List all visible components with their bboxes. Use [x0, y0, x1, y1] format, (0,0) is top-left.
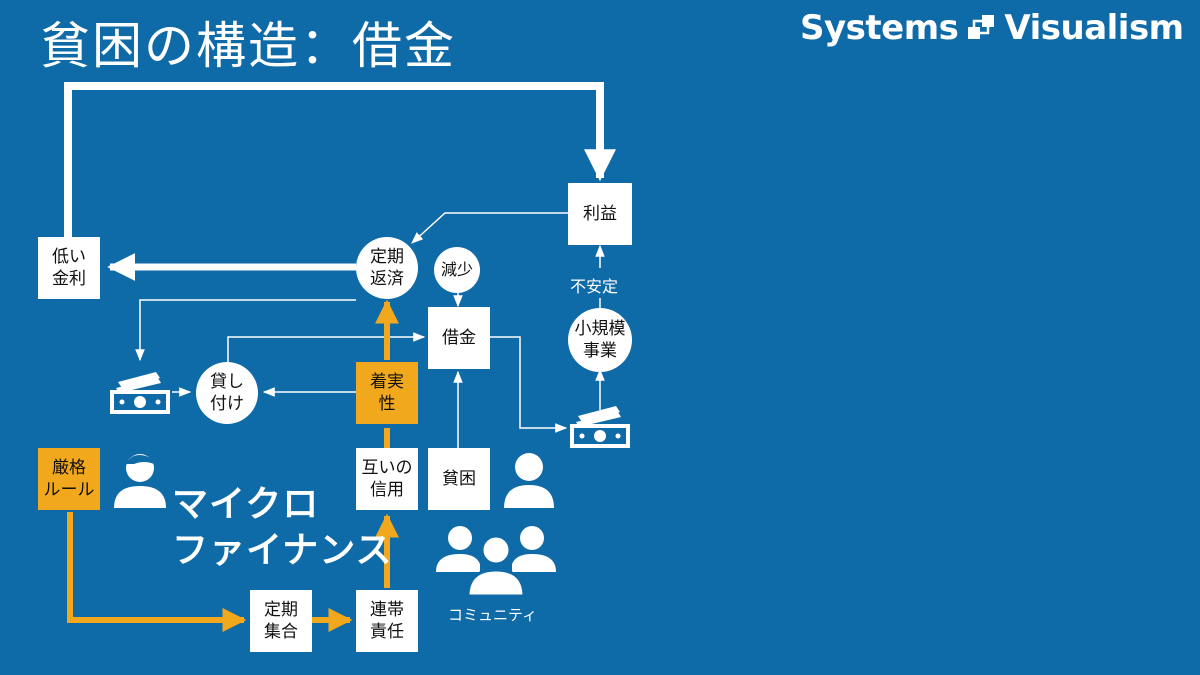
money-bill-icon-right: [570, 406, 630, 448]
node-shakkin: 借金: [428, 307, 490, 369]
brand-logo: Systems Visualism: [800, 8, 1184, 48]
arrow-hensai-to-money-left: [135, 299, 356, 362]
node-teiki-shugo: 定期 集合: [250, 590, 312, 652]
systems-visualism-logo-icon: [968, 15, 995, 39]
node-chakujitsusei: 着実 性: [356, 362, 418, 424]
banker-icon: [114, 454, 166, 508]
node-genkaku-rule: 厳格 ルール: [38, 448, 100, 510]
label-community: コミュニティ: [448, 606, 538, 624]
node-rieki: 利益: [568, 183, 632, 245]
node-shokibo-jigyo: 小規模 事業: [568, 308, 632, 372]
brand-name-2: Visualism: [1004, 8, 1184, 48]
node-teiki-hensai: 定期 返済: [356, 237, 418, 299]
community-group-icon: [436, 526, 556, 596]
node-rentai-sekinin: 連帯 責任: [356, 590, 418, 652]
arrow-shakkin-to-money-right: [490, 336, 568, 433]
label-microfinance: マイクロ ファイナンス: [172, 484, 393, 571]
arrow-rieki-to-hensai: [411, 212, 568, 244]
brand-name: Systems: [800, 8, 959, 48]
page-title: 貧困の構造：借金: [40, 17, 456, 75]
arrow-rule-to-shugo: [67, 512, 247, 632]
node-kashitsuke: 貸し 付け: [196, 362, 258, 424]
money-bill-icon-left: [110, 372, 170, 414]
arrow-hikui-to-rieki: [64, 82, 616, 238]
person-icon: [504, 453, 554, 508]
node-gensho: 減少: [434, 247, 480, 293]
node-hikui-kinri: 低い 金利: [38, 237, 100, 299]
label-fuantei: 不安定: [570, 277, 619, 296]
node-hinkon: 貧困: [428, 448, 490, 510]
arrow-to-shakkin: [227, 332, 426, 362]
node-tagai-shinyo: 互いの 信用: [356, 448, 418, 510]
